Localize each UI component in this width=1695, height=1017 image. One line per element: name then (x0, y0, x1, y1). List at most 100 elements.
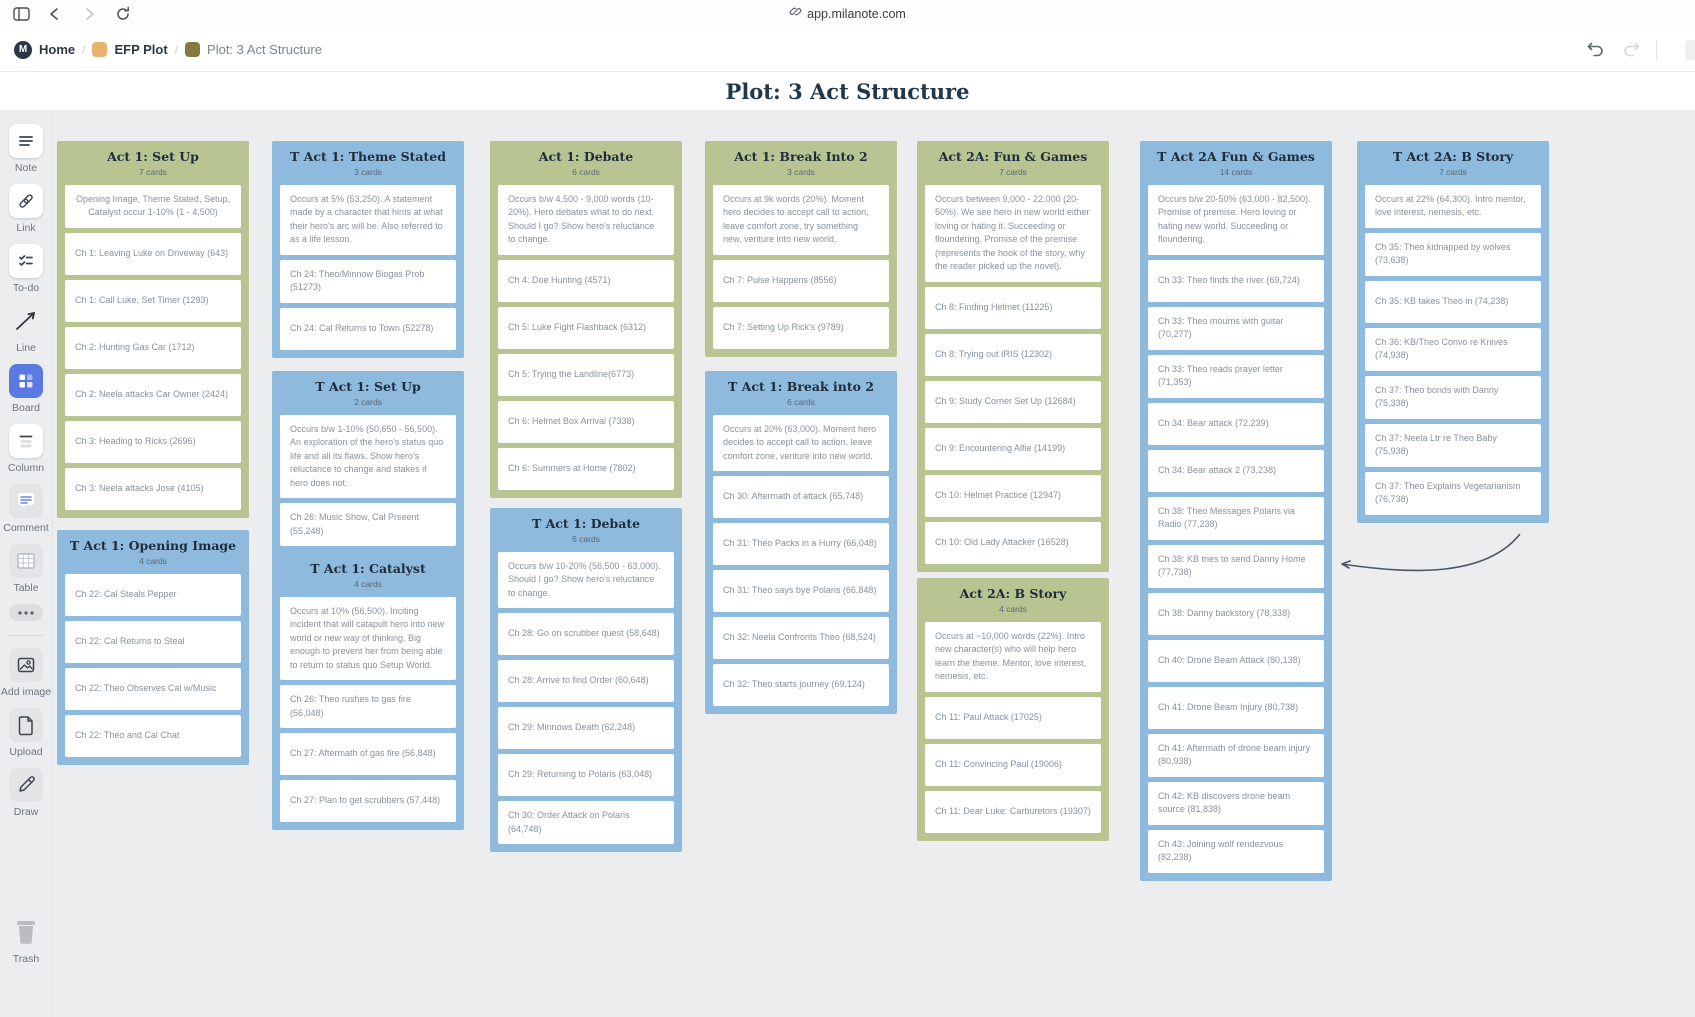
sidebar-toggle-icon[interactable] (8, 3, 34, 25)
note-card[interactable]: Ch 31: Theo says bye Polaris (66,848) (713, 570, 889, 613)
note-card[interactable]: Ch 27: Plan to get scrubbers (57,448) (280, 780, 456, 823)
tool-upload[interactable]: Upload (9, 708, 43, 758)
note-card[interactable]: Opening Image, Theme Stated, Setup, Cata… (65, 184, 241, 228)
note-card[interactable]: Ch 3: Heading to Ricks (2696) (65, 420, 241, 463)
note-card[interactable]: Occurs at ~10,000 words (22%). Intro new… (925, 621, 1101, 692)
note-card[interactable]: Ch 1: Call Luke, Set Timer (1293) (65, 279, 241, 322)
note-card[interactable]: Ch 10: Old Lady Attacker (16528) (925, 521, 1101, 564)
undo-icon[interactable] (1584, 39, 1606, 61)
note-card[interactable]: Ch 34: Bear attack (72,239) (1148, 402, 1324, 445)
edge-panel-button[interactable] (1685, 39, 1695, 60)
breadcrumb-home[interactable]: M Home (14, 40, 75, 59)
note-card[interactable]: Ch 3: Neela attacks Jose (4105) (65, 467, 241, 510)
note-card[interactable]: Ch 38: Theo Messages Polaris via Radio (… (1148, 496, 1324, 540)
note-card[interactable]: Occurs at 20% (63,000). Moment hero deci… (713, 414, 889, 472)
note-card[interactable]: Ch 22: Theo and Cal Chat (65, 714, 241, 757)
note-card[interactable]: Ch 11: Convincing Paul (19006) (925, 743, 1101, 786)
tool-table[interactable]: Table (9, 544, 43, 594)
note-card[interactable]: Ch 33: Theo reads prayer letter (71,353) (1148, 354, 1324, 398)
note-card[interactable]: Ch 5: Luke Fight Flashback (6312) (498, 306, 674, 349)
note-card[interactable]: Ch 6: Helmet Box Arrival (7338) (498, 400, 674, 443)
note-card[interactable]: Ch 5: Trying the Landline(6773) (498, 353, 674, 396)
note-card[interactable]: Ch 42: KB discovers drone beam source (8… (1148, 781, 1324, 825)
address-bar[interactable]: app.milanote.com (0, 0, 1695, 28)
note-card[interactable]: Ch 38: Danny backstory (78,338) (1148, 592, 1324, 635)
note-card[interactable]: Ch 28: Arrive to find Order (60,648) (498, 660, 674, 703)
tool-comment[interactable]: Comment (3, 484, 49, 534)
tool-draw[interactable]: Draw (9, 768, 43, 818)
note-card[interactable]: Ch 32: Neela Confronts Theo (68,524) (713, 617, 889, 660)
note-card[interactable]: Occurs b/w 4,500 - 9,000 words (10-20%).… (498, 184, 674, 255)
reload-button[interactable] (110, 3, 136, 25)
note-card[interactable]: Occurs b/w 20-50% (63,000 - 82,500). Pro… (1148, 184, 1324, 255)
note-card[interactable]: Ch 32: Theo starts journey (69,124) (713, 664, 889, 707)
note-card[interactable]: Ch 30: Aftermath of attack (65,748) (713, 476, 889, 519)
tool-add-image[interactable]: Add image (1, 648, 51, 698)
note-card[interactable]: Ch 29: Minnows Death (62,248) (498, 707, 674, 750)
note-card[interactable]: Ch 6: Summers at Home (7802) (498, 447, 674, 490)
back-button[interactable] (42, 3, 68, 25)
note-card[interactable]: Ch 22: Theo Observes Cal w/Music (65, 667, 241, 710)
note-card[interactable]: Occurs b/w 10-20% (56,500 - 63,000). Sho… (498, 551, 674, 609)
note-card[interactable]: Ch 34: Bear attack 2 (73,238) (1148, 449, 1324, 492)
note-card[interactable]: Occurs between 9,000 - 22,000 (20-50%). … (925, 184, 1101, 282)
note-card[interactable]: Ch 29: Returning to Polaris (63,048) (498, 754, 674, 797)
tool-line[interactable]: Line (9, 304, 43, 354)
note-card[interactable]: Ch 9: Study Corner Set Up (12684) (925, 380, 1101, 423)
note-card[interactable]: Occurs b/w 1-10% (50,650 - 56,500). An e… (280, 414, 456, 499)
note-card[interactable]: Ch 8: Finding Helmet (11225) (925, 286, 1101, 329)
note-card[interactable]: Occurs at 5% (53,250). A statement made … (280, 184, 456, 255)
tool-board[interactable]: Board (9, 364, 43, 414)
note-card[interactable]: Occurs at 10% (56,500). Inciting inciden… (280, 596, 456, 681)
note-card[interactable]: Ch 2: Hunting Gas Car (1712) (65, 326, 241, 369)
note-card[interactable]: Ch 40: Drone Beam Attack (80,138) (1148, 639, 1324, 682)
forward-button[interactable] (76, 3, 102, 25)
breadcrumb-current-board[interactable]: Plot: 3 Act Structure (185, 42, 322, 57)
tool-to-do[interactable]: To-do (9, 244, 43, 294)
note-card[interactable]: Ch 27: Aftermath of gas fire (56,848) (280, 733, 456, 776)
tool-more[interactable] (9, 604, 43, 621)
note-card[interactable]: Ch 24: Cal Returns to Town (52278) (280, 307, 456, 350)
page-title[interactable]: Plot: 3 Act Structure (725, 78, 970, 104)
note-card[interactable]: Ch 8: Trying out IRIS (12302) (925, 333, 1101, 376)
note-card[interactable]: Ch 26: Music Show, Cal Prseent (55,248) (280, 503, 456, 547)
note-card[interactable]: Ch 11: Paul Attack (17025) (925, 696, 1101, 739)
note-card[interactable]: Ch 7: Setting Up Rick's (9789) (713, 306, 889, 349)
note-card[interactable]: Ch 37: Theo bonds with Danny (75,338) (1365, 375, 1541, 419)
note-card[interactable]: Ch 33: Theo finds the river (69,724) (1148, 259, 1324, 302)
note-card[interactable]: Ch 1: Leaving Luke on Driveway (643) (65, 232, 241, 275)
note-card[interactable]: Ch 7: Pulse Happens (8556) (713, 259, 889, 302)
note-card[interactable]: Ch 26: Theo rushes to gas fire (56,048) (280, 685, 456, 729)
note-card[interactable]: Ch 37: Neela Ltr re Theo Baby (75,938) (1365, 423, 1541, 467)
note-card[interactable]: Ch 28: Go on scrubber quest (58,648) (498, 613, 674, 656)
note-card[interactable]: Ch 31: Theo Packs in a Hurry (66,048) (713, 523, 889, 566)
note-card[interactable]: Ch 38: KB tries to send Danny Home (77,7… (1148, 544, 1324, 588)
note-card[interactable]: Ch 41: Drone Beam Injury (80,738) (1148, 686, 1324, 729)
note-card[interactable]: Ch 10: Helmet Practice (12947) (925, 474, 1101, 517)
note-card[interactable]: Ch 37: Theo Explains Vegetarianism (76,7… (1365, 471, 1541, 515)
note-card[interactable]: Ch 11: Dear Luke: Carburetors (19307) (925, 790, 1101, 833)
note-card[interactable]: Ch 22: Cal Returns to Steal (65, 620, 241, 663)
note-card[interactable]: Ch 35: Theo kidnapped by wolves (73,638) (1365, 232, 1541, 276)
note-card[interactable]: Ch 36: KB/Theo Convo re Knives (74,938) (1365, 327, 1541, 371)
note-card[interactable]: Occurs at 9k words (20%). Moment hero de… (713, 184, 889, 255)
tool-trash[interactable]: Trash (9, 915, 43, 965)
note-card[interactable]: Ch 22: Cal Steals Pepper (65, 573, 241, 616)
note-card[interactable]: Ch 35: KB takes Theo in (74,238) (1365, 280, 1541, 323)
tool-note[interactable]: Note (9, 124, 43, 174)
tool-column[interactable]: Column (8, 424, 44, 474)
note-card[interactable]: Ch 4: Doe Hunting (4571) (498, 259, 674, 302)
note-card[interactable]: Ch 33: Theo mourns with guitar (70,277) (1148, 306, 1324, 350)
